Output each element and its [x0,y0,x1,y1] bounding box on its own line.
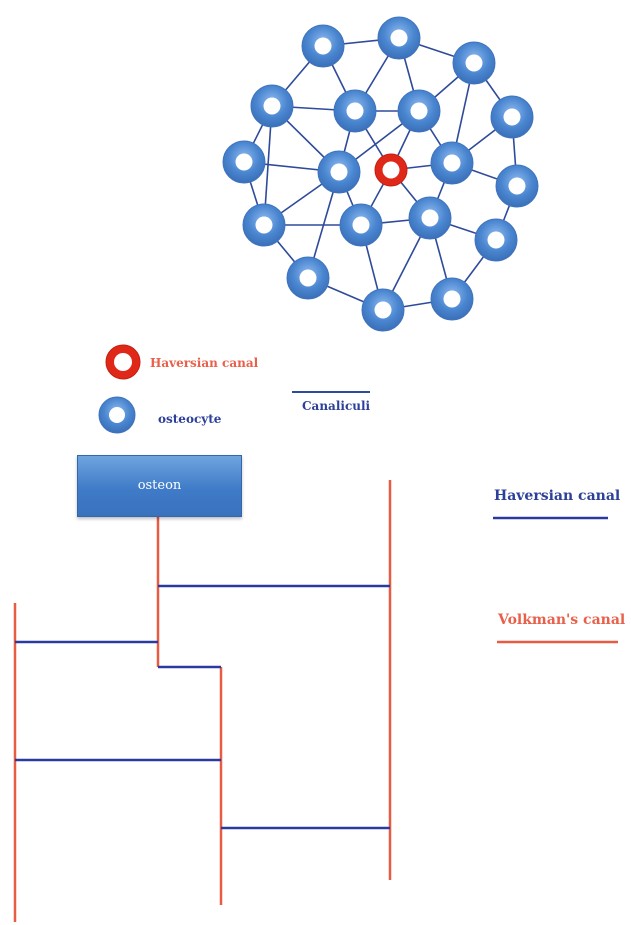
legend-volkmann-canal-label: Volkman's canal [498,612,626,628]
legend-haversian-canal-label: Haversian canal [494,488,621,504]
osteocyte-node [339,203,383,247]
osteocyte-node [397,89,441,133]
osteocyte-node [452,41,496,85]
osteocyte-node [430,141,474,185]
legend-canaliculi-label: Canaliculi [302,399,371,413]
osteocyte-node [333,89,377,133]
legend-osteocyte-label: osteocyte [158,412,222,426]
legend-osteocyte-icon [98,396,136,434]
osteocyte-node [242,203,286,247]
osteocyte-node [286,256,330,300]
legend-haversian-icon [105,344,141,380]
osteocyte-node [301,24,345,68]
osteocyte-node [430,277,474,321]
osteocyte-node [474,218,518,262]
osteocyte-node [250,84,294,128]
osteocyte-node [377,16,421,60]
osteocyte-node [317,150,361,194]
osteocyte-node [408,196,452,240]
osteocyte-node [490,95,534,139]
haversian-canal-node [374,153,408,187]
osteocyte-node [222,140,266,184]
legend-haversian-label: Haversian canal [150,356,259,370]
osteocyte-node [361,288,405,332]
osteocyte-network-diagram [98,16,539,434]
osteon-box: osteon [77,455,242,517]
osteocyte-node [495,164,539,208]
osteocyte-nodes [222,16,539,332]
